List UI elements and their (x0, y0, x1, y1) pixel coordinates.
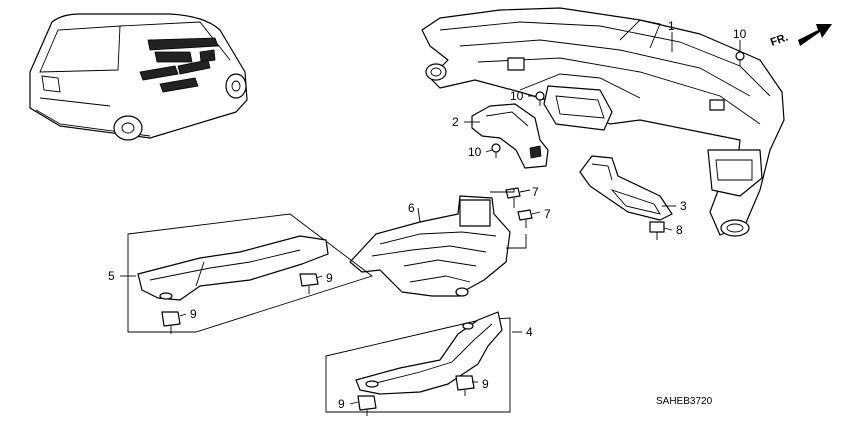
callout-7-lower: 7 (544, 207, 551, 221)
rear-floor-duct-left-group (127, 213, 373, 333)
callout-1: 1 (668, 19, 675, 33)
callout-5: 5 (108, 269, 115, 283)
duct-bracket (471, 103, 549, 169)
vehicle-locator-illustration (29, 13, 248, 141)
center-console-duct (349, 195, 511, 297)
main-dash-duct (421, 7, 785, 237)
callout-8: 8 (676, 223, 683, 237)
leader-lines (120, 32, 741, 405)
front-direction-indicator: FR. (769, 24, 832, 49)
callout-10-top: 10 (733, 27, 747, 41)
callout-4: 4 (526, 325, 533, 339)
callout-10-middle: 10 (510, 89, 524, 103)
callout-9-box5-lower: 9 (190, 307, 197, 321)
callout-9-box4-right: 9 (482, 377, 489, 391)
callout-10-lower: 10 (468, 145, 482, 159)
callout-3: 3 (680, 199, 687, 213)
diagram-code: SAHEB3720 (656, 396, 713, 407)
fastener-clips (161, 51, 745, 416)
front-arrow-icon (798, 24, 832, 46)
callout-9-box4-left: 9 (338, 397, 345, 411)
rear-floor-duct-right-group (325, 311, 511, 413)
callout-7-upper: 7 (532, 185, 539, 199)
callout-numbers: 1 10 10 2 10 3 8 6 7 7 5 9 9 4 9 9 (108, 19, 747, 411)
callout-6: 6 (408, 201, 415, 215)
front-indicator-label: FR. (769, 31, 790, 48)
callout-2: 2 (452, 115, 459, 129)
floor-duct-piece (579, 155, 673, 221)
callout-9-box5-right: 9 (326, 271, 333, 285)
